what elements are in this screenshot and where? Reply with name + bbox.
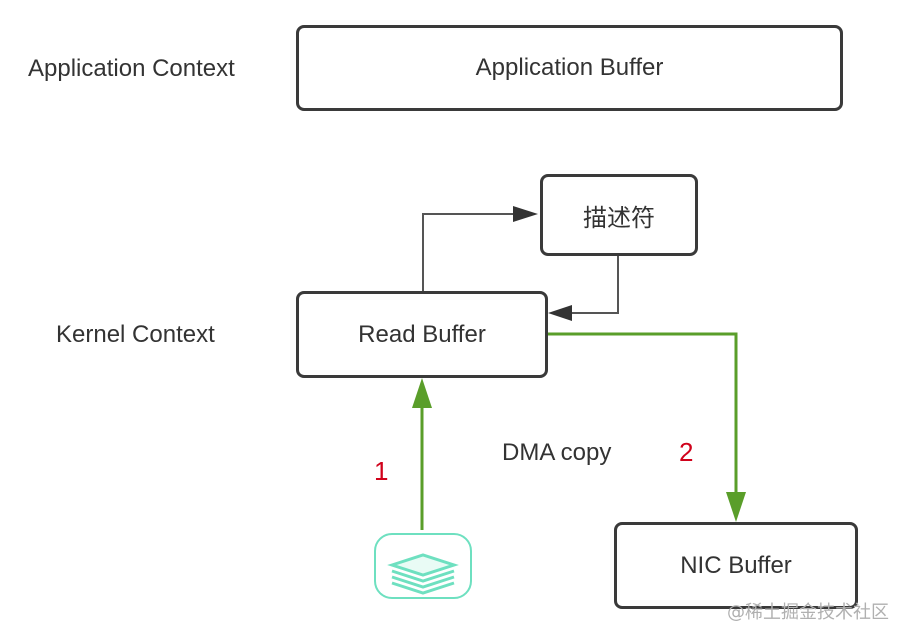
descriptor-box: 描述符 [540,174,698,256]
arrow-head-to-read [548,305,572,321]
nic-buffer-box: NIC Buffer [614,522,858,609]
arrow-head-step1 [412,378,432,408]
arrow-read-to-descriptor [422,213,514,293]
arrow-descriptor-to-read [572,256,619,314]
kernel-context-label: Kernel Context [56,321,215,348]
dma-copy-label: DMA copy [502,439,612,466]
arrow-step2 [546,332,738,494]
read-buffer-box: Read Buffer [296,291,548,378]
watermark: @稀土掘金技术社区 [727,602,889,623]
application-context-label: Application Context [28,55,235,82]
source-device [374,533,472,599]
disk-stack-icon [387,553,459,595]
nic-buffer-label: NIC Buffer [680,551,792,579]
step-2-number: 2 [679,437,694,467]
step-1-number: 1 [374,456,389,486]
arrow-head-step2 [726,492,746,522]
read-buffer-label: Read Buffer [358,320,486,348]
arrow-head-to-descriptor [513,206,538,222]
application-buffer-box: Application Buffer [296,25,843,111]
descriptor-label: 描述符 [583,204,655,232]
application-buffer-label: Application Buffer [475,54,664,81]
